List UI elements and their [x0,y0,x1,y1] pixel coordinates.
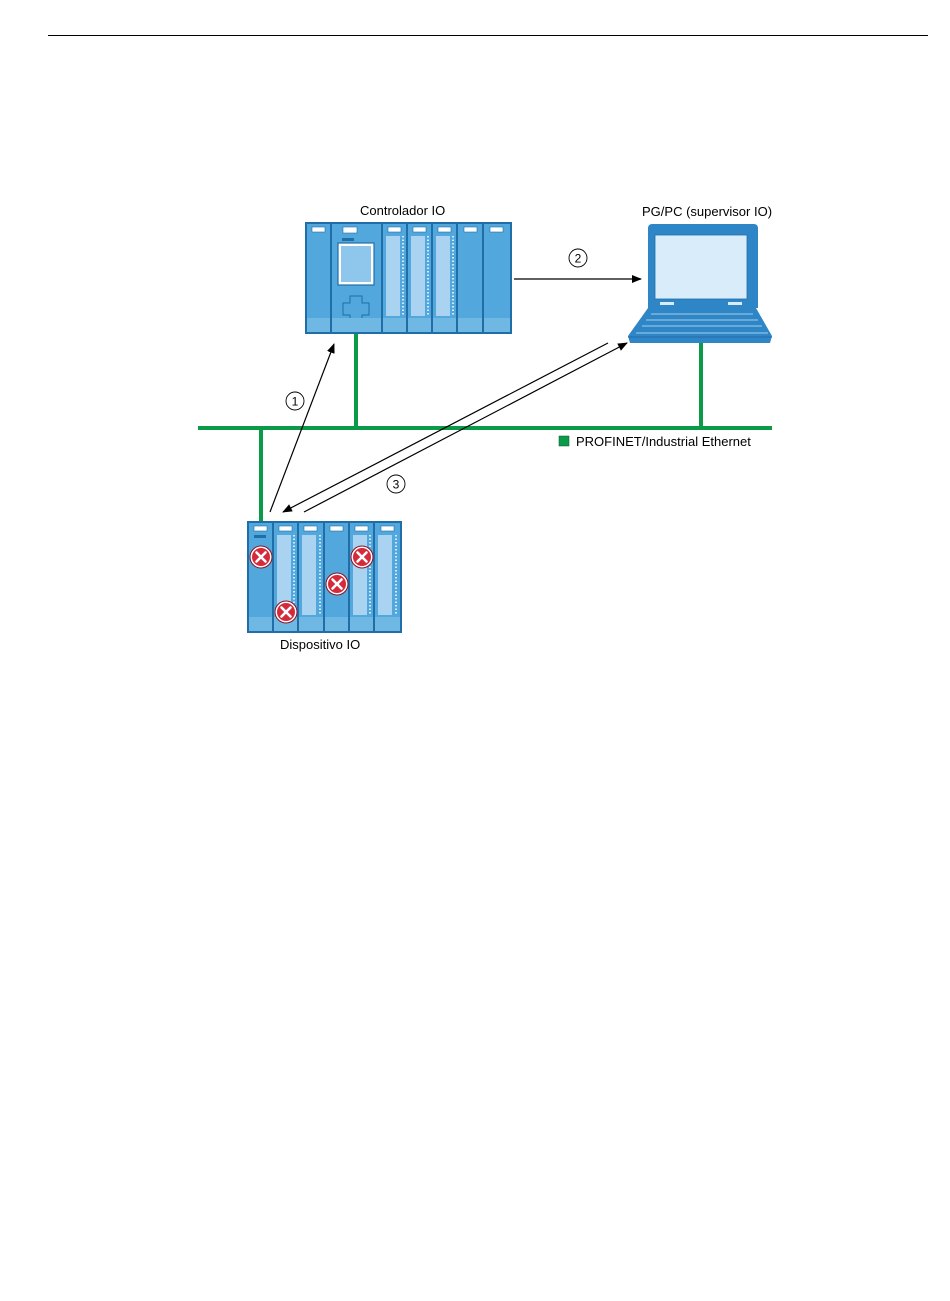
laptop-screen [655,235,747,299]
controller-cpu-module [332,224,381,332]
device-label: Dispositivo IO [280,637,360,652]
controller-power-module [307,224,330,332]
controller-blank-module [458,224,482,332]
io-device: Dispositivo IO [247,521,402,652]
controller-blank-module [484,224,510,332]
svg-text:1: 1 [292,395,299,409]
svg-text:2: 2 [575,252,582,266]
device-interface-module [249,523,272,631]
pg-pc-supervisor: PG/PC (supervisor IO) [628,204,772,343]
controller-io-module [383,224,406,332]
device-io-module [375,523,400,631]
device-io-module [299,523,323,631]
error-icon [326,573,348,595]
step-marker-3: 3 [387,475,405,493]
controller-io-module [433,224,456,332]
network-legend: PROFINET/Industrial Ethernet [559,434,751,449]
error-icon [275,601,297,623]
device-io-module [350,523,373,631]
io-controller: Controlador IO [305,203,512,334]
laptop-keyboard-base [628,308,772,343]
legend-swatch [559,436,569,446]
controller-label: Controlador IO [360,203,445,218]
supervisor-label: PG/PC (supervisor IO) [642,204,772,219]
step-marker-1: 1 [286,392,304,410]
step-marker-2: 2 [569,249,587,267]
error-icon [351,546,373,568]
legend-label: PROFINET/Industrial Ethernet [576,434,751,449]
profinet-network [198,334,772,522]
svg-text:3: 3 [393,478,400,492]
error-icon [250,546,272,568]
controller-io-module [408,224,431,332]
